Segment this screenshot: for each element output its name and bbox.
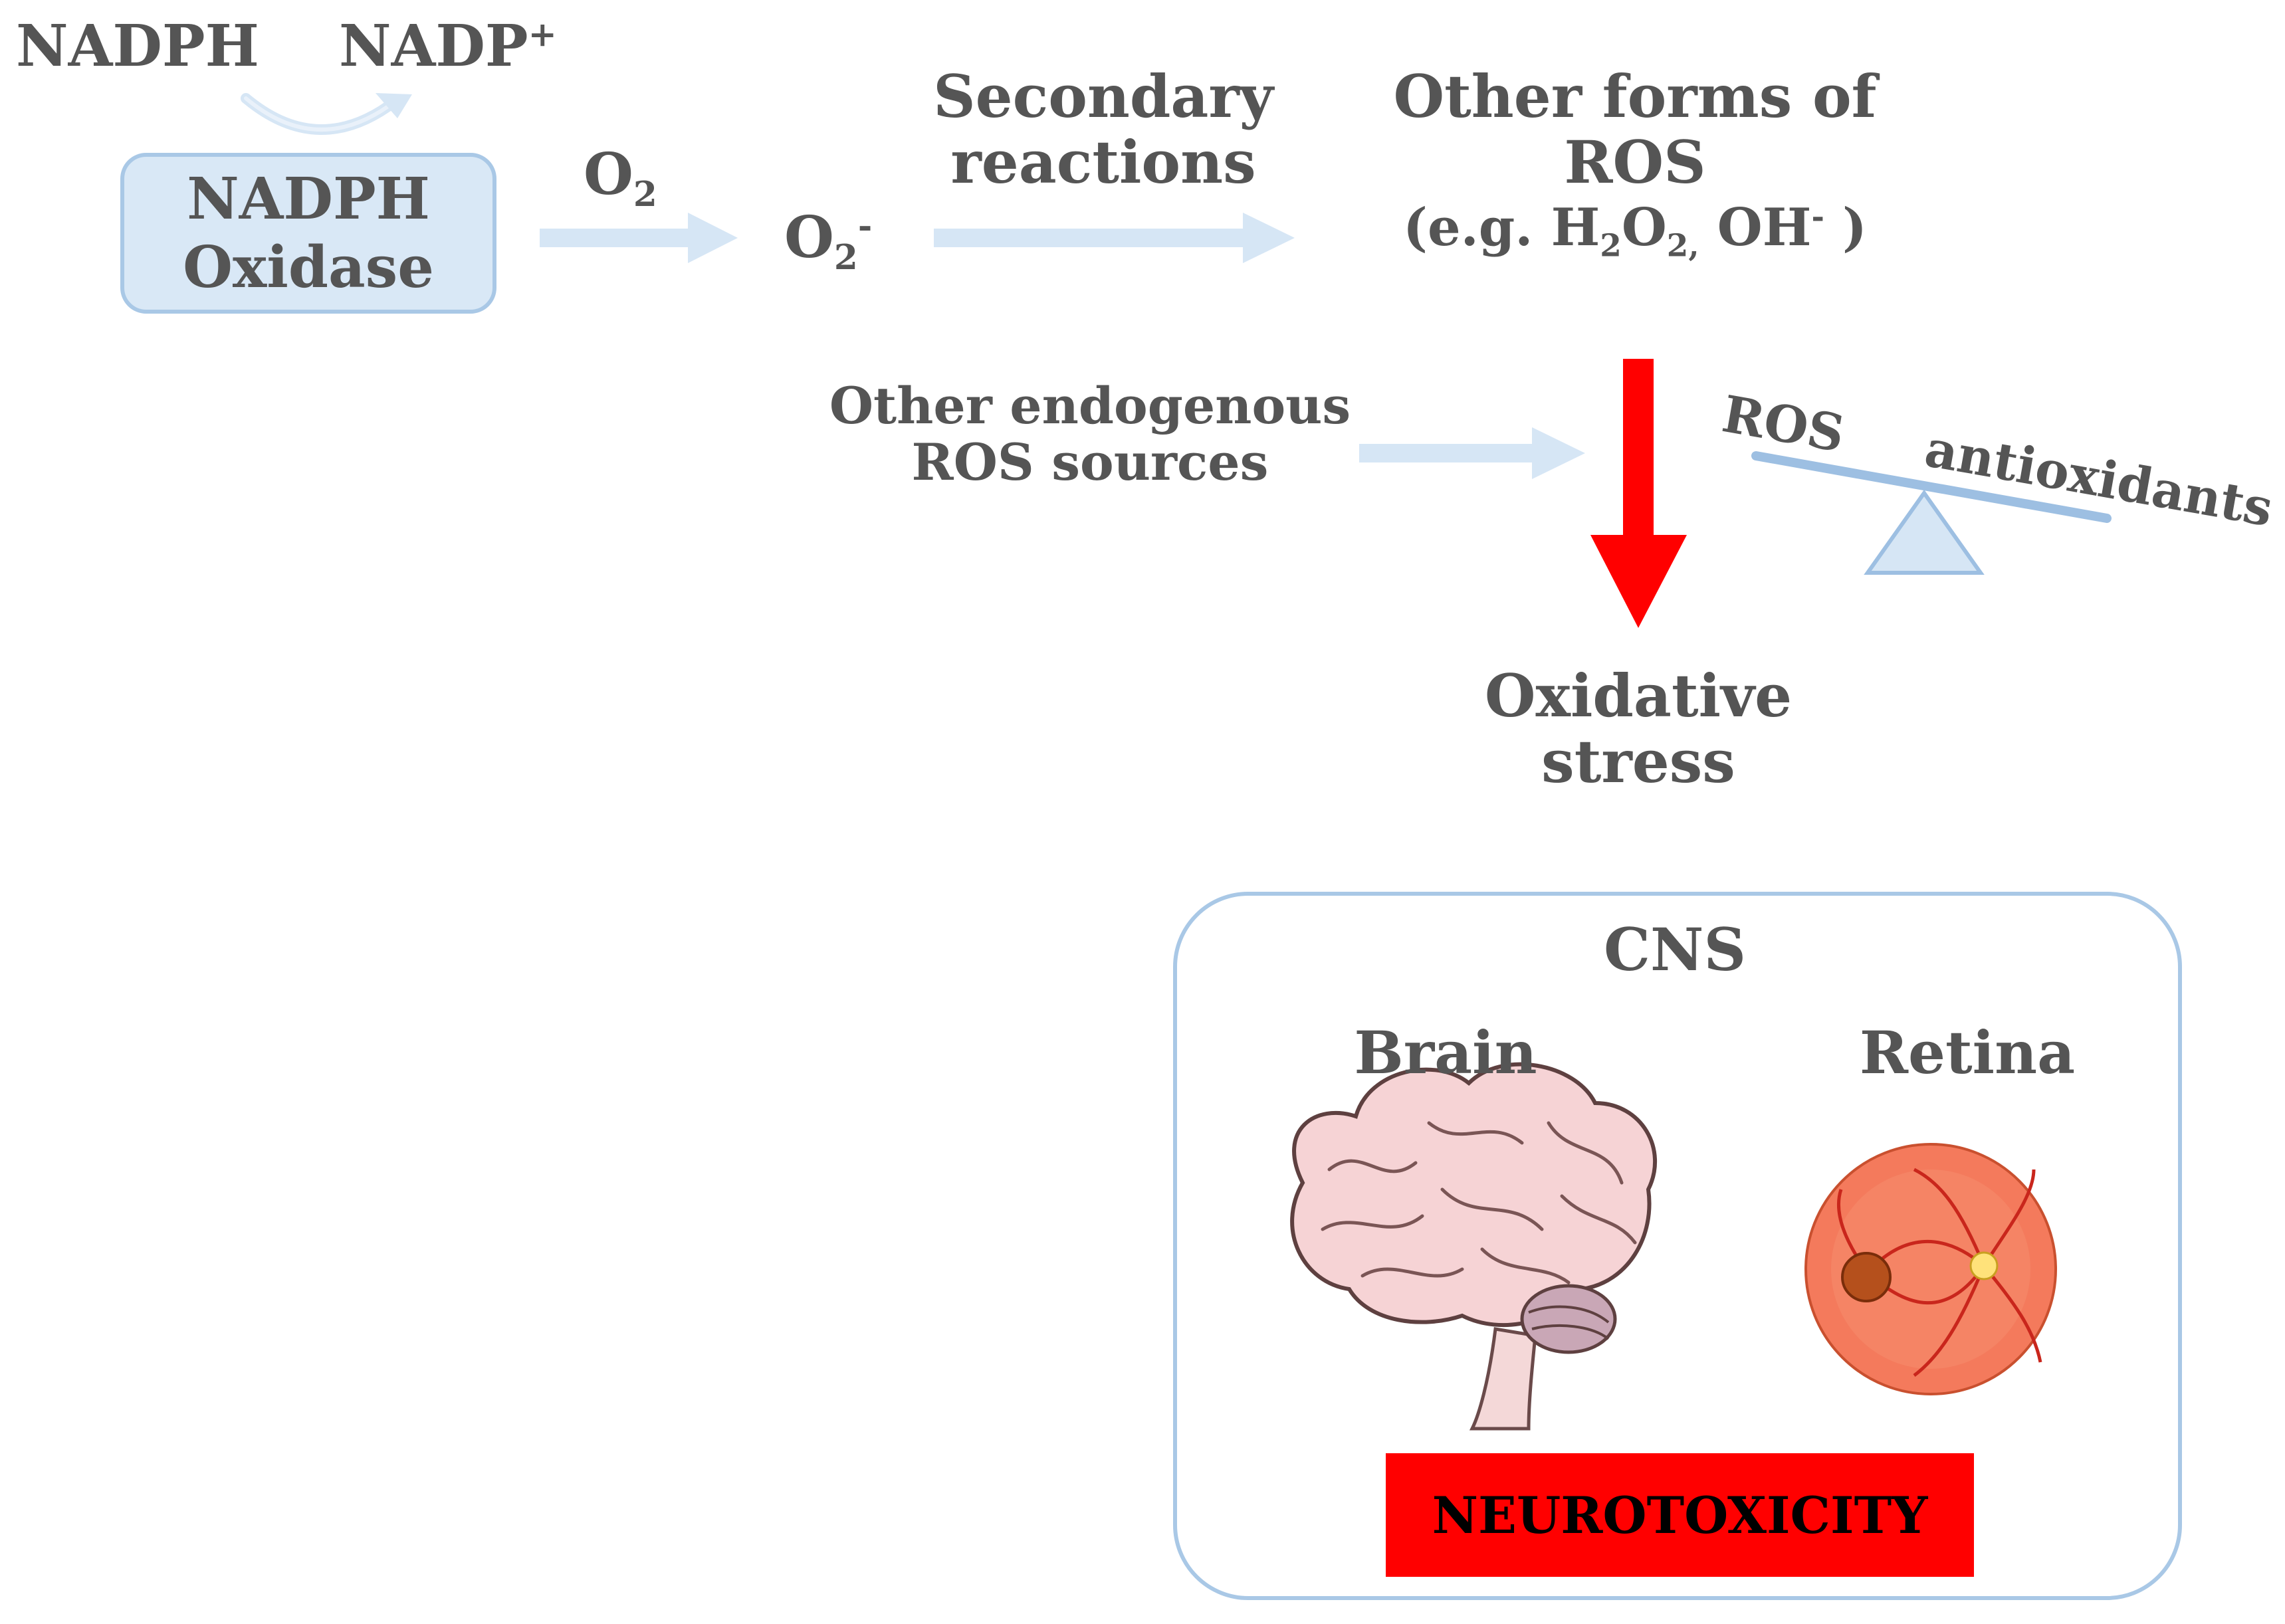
neurotoxicity-text: NEUROTOXICITY <box>1432 1485 1928 1545</box>
oh-text: OH <box>1699 197 1812 258</box>
o2-label: O2 <box>584 141 657 215</box>
eg-close: ) <box>1824 197 1867 258</box>
oxidative-line2: stress <box>1541 726 1735 796</box>
arrow-o2 <box>540 213 738 263</box>
other-forms-line2: ROS <box>1564 127 1706 197</box>
arrow-endogenous <box>1359 427 1585 479</box>
superoxide-charge: - <box>857 206 873 247</box>
o2-sub: 2 <box>633 175 657 215</box>
secondary-reactions-label: Secondary reactions <box>904 64 1303 195</box>
balance-scale-icon <box>1751 451 2112 575</box>
cns-title: CNS <box>1603 915 1747 984</box>
enzyme-line2: Oxidase <box>183 234 434 301</box>
arrow-secondary <box>934 213 1295 263</box>
nadp-charge: + <box>528 15 557 55</box>
nadph-oxidase-box <box>120 153 496 314</box>
red-down-arrow <box>1590 359 1687 628</box>
other-forms-line1: Other forms of <box>1393 62 1877 131</box>
other-forms-label: Other forms of ROS (e.g. H2O2, OH- ) <box>1356 64 1914 264</box>
o-part: O <box>1621 197 1667 258</box>
enzyme-line1: NADPH <box>187 165 430 233</box>
secondary-line2: reactions <box>950 127 1256 197</box>
retina-label: Retina <box>1859 1018 2076 1087</box>
eg-prefix: (e.g. H <box>1403 197 1600 258</box>
endogenous-line1: Other endogenous <box>829 376 1351 435</box>
retina-icon <box>1804 1143 2057 1395</box>
nadph-label: NADPH <box>16 13 259 80</box>
oxidative-line1: Oxidative <box>1484 661 1793 730</box>
superoxide-text: O <box>784 204 834 271</box>
oxidative-stress-label: Oxidative stress <box>1439 663 1838 794</box>
o2-sub-eg: 2, <box>1666 227 1699 264</box>
superoxide-label: O2- <box>784 204 873 278</box>
o2-text: O <box>584 141 633 208</box>
other-forms-examples: (e.g. H2O2, OH- ) <box>1356 199 1914 264</box>
secondary-line1: Secondary <box>933 62 1273 131</box>
nadph-oxidase-label: NADPH Oxidase <box>122 155 494 312</box>
superoxide-sub: 2 <box>833 238 858 278</box>
nadp-label: NADP+ <box>339 13 557 80</box>
curved-arrow-icon <box>241 93 412 135</box>
endogenous-line2: ROS sources <box>911 433 1269 492</box>
nadp-text: NADP <box>339 13 528 80</box>
brain-label: Brain <box>1354 1018 1537 1087</box>
oh-charge: - <box>1811 199 1824 236</box>
brain-icon <box>1290 1062 1657 1431</box>
neurotoxicity-banner: NEUROTOXICITY <box>1386 1453 1974 1577</box>
h2-sub: 2 <box>1600 227 1622 264</box>
endogenous-sources-label: Other endogenous ROS sources <box>817 377 1362 490</box>
